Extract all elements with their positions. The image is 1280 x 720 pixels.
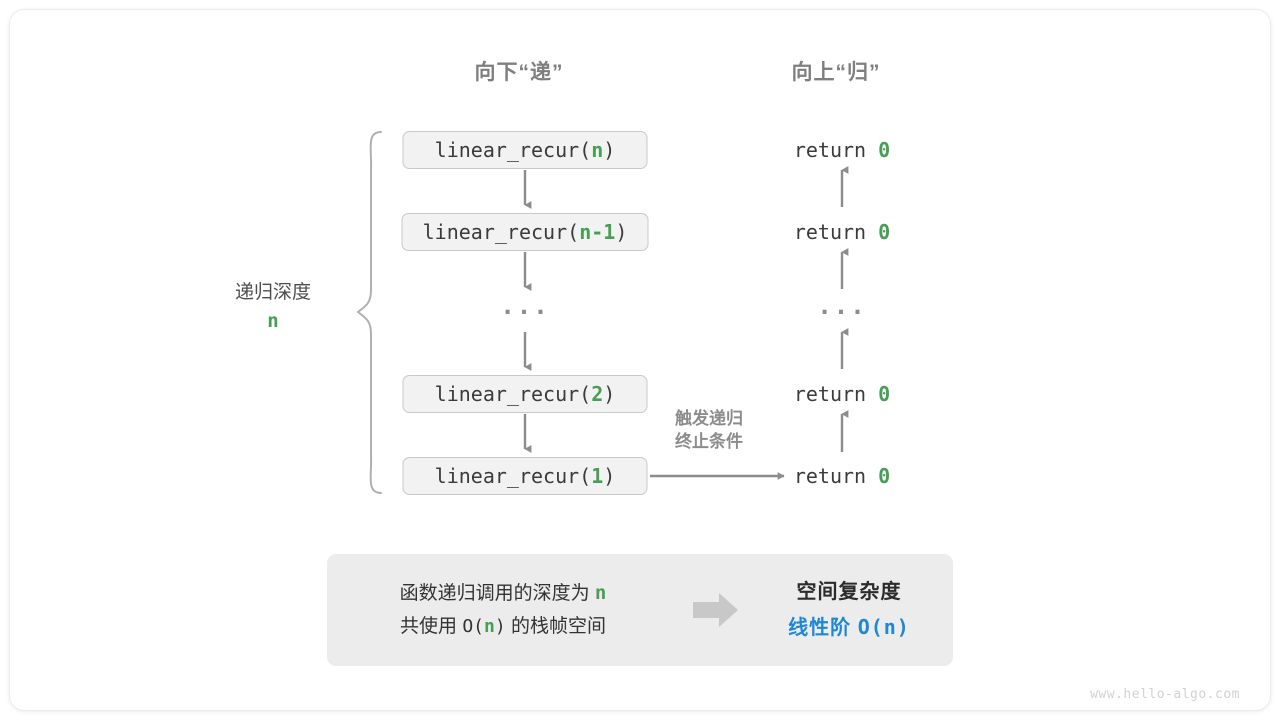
summary-line-2: 共使用 O(n) 的栈帧空间 — [327, 610, 679, 643]
return-value: 0 — [878, 382, 891, 406]
call-box-2: linear_recur(2) — [402, 375, 648, 413]
summary-conclusion-title: 空间复杂度 — [796, 580, 902, 603]
return-value: 0 — [878, 138, 891, 162]
return-value: 0 — [878, 220, 891, 244]
return-value: 0 — [878, 464, 891, 488]
call-box-prefix: linear_recur( — [434, 382, 592, 406]
summary-line1-var: n — [594, 581, 607, 604]
return-statement-second: return 0 — [794, 220, 890, 244]
call-box-suffix: ) — [603, 382, 616, 406]
call-box-arg: 1 — [591, 464, 604, 488]
call-box-arg: 2 — [591, 382, 604, 406]
call-box-suffix: ) — [603, 464, 616, 488]
call-box-prefix: linear_recur( — [434, 138, 592, 162]
call-box-arg: n-1 — [579, 220, 616, 244]
return-keyword: return — [793, 382, 867, 406]
return-column-ellipsis: ··· — [817, 298, 867, 326]
return-keyword: return — [793, 464, 867, 488]
summary-line-1: 函数递归调用的深度为 n — [327, 577, 679, 610]
summary-conclusion-value: 线性阶 O(n) — [753, 610, 945, 646]
recursion-depth-value: n — [267, 310, 279, 333]
terminate-condition-note: 触发递归 终止条件 — [675, 408, 743, 454]
summary-line2-bigo-var: n — [484, 616, 495, 637]
column-header-down: 向下“递” — [474, 61, 564, 84]
terminate-note-line2: 终止条件 — [675, 431, 743, 451]
recursion-depth-text: 递归深度 — [234, 282, 312, 303]
call-box-1: linear_recur(1) — [402, 457, 648, 495]
return-statement-fourth: return 0 — [794, 382, 890, 406]
return-keyword: return — [793, 220, 867, 244]
summary-line2-text-a: 共使用 — [400, 616, 458, 637]
site-watermark: www.hello-algo.com — [1090, 687, 1240, 702]
summary-arrow-wrap — [679, 593, 753, 627]
call-box-suffix: ) — [615, 220, 628, 244]
summary-line2-text-b: 的栈帧空间 — [510, 616, 606, 637]
complexity-summary-panel: 函数递归调用的深度为 n 共使用 O(n) 的栈帧空间 空间复杂度 线性阶 O(… — [327, 554, 953, 666]
terminate-note-line1: 触发递归 — [675, 409, 743, 428]
summary-line1-text: 函数递归调用的深度为 — [399, 582, 590, 604]
return-keyword: return — [793, 138, 867, 162]
call-box-arg: n — [591, 138, 604, 162]
return-statement-base-case: return 0 — [794, 464, 890, 488]
call-box-prefix: linear_recur( — [434, 464, 592, 488]
summary-line2-bigo: O(n) — [462, 616, 506, 637]
right-block-arrow-icon — [693, 593, 738, 627]
recursion-depth-label: 递归深度 n — [235, 278, 311, 337]
call-box-n: linear_recur(n) — [402, 131, 648, 169]
call-box-n-minus-1: linear_recur(n-1) — [401, 213, 649, 251]
column-header-up: 向上“归” — [791, 61, 881, 84]
summary-conclusion-value-mono: O(n) — [857, 614, 910, 639]
call-box-suffix: ) — [603, 138, 616, 162]
return-statement-top: return 0 — [794, 138, 890, 162]
call-column-ellipsis: ··· — [500, 298, 550, 326]
summary-description: 函数递归调用的深度为 n 共使用 O(n) 的栈帧空间 — [327, 577, 679, 644]
summary-conclusion: 空间复杂度 线性阶 O(n) — [753, 575, 953, 646]
summary-conclusion-value-text: 线性阶 — [788, 616, 852, 639]
call-box-prefix: linear_recur( — [422, 220, 580, 244]
